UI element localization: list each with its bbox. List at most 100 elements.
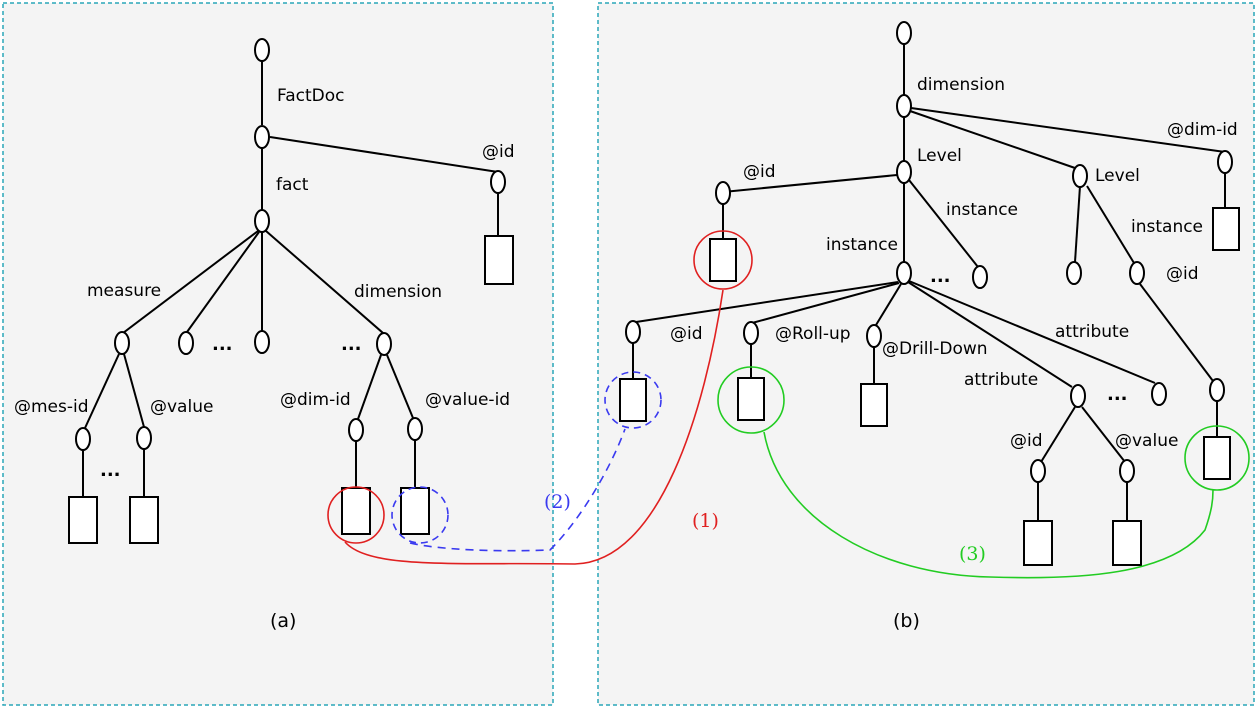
label-instance-3: instance — [826, 235, 898, 255]
link-3: (3) — [717, 366, 1250, 579]
highlight-circle-blue-b — [604, 371, 662, 429]
leaf-attr-id — [1023, 520, 1053, 566]
label-id-level2: @id — [1166, 264, 1199, 284]
node-attr-value — [1119, 459, 1135, 483]
caption-b: (b) — [893, 610, 920, 632]
panel-b — [597, 2, 1255, 706]
label-dim-id-b: @dim-id — [1167, 120, 1238, 140]
panel-a-nodes — [75, 38, 506, 451]
label-id-instance: @id — [670, 324, 703, 344]
ellipsis-a-measure: ... — [100, 460, 121, 481]
leaf-id-a — [484, 235, 514, 285]
panel-a-leaves — [68, 235, 514, 544]
label-level-2: Level — [1095, 166, 1140, 186]
panel-a — [2, 2, 554, 706]
label-factdoc: FactDoc — [277, 86, 345, 106]
panel-b-nodes — [625, 21, 1233, 483]
node-dimension-a — [376, 332, 392, 356]
node-level-2 — [1072, 164, 1088, 188]
link-label-1: (1) — [692, 510, 719, 532]
node-id-level2 — [1209, 378, 1225, 402]
caption-a: (a) — [270, 610, 296, 632]
node-instance-3 — [1129, 261, 1145, 285]
label-rollup: @Roll-up — [775, 324, 851, 344]
node-id-a — [490, 170, 506, 194]
node-attribute-1 — [1070, 384, 1086, 408]
label-dim-id-a: @dim-id — [280, 390, 351, 410]
label-id-level: @id — [743, 162, 776, 182]
highlight-circle-green-b — [1184, 425, 1250, 491]
label-mes-id: @mes-id — [14, 397, 89, 417]
highlight-circle-green-a — [717, 366, 785, 434]
label-value-a: @value — [150, 397, 213, 417]
node-drilldown — [866, 324, 882, 348]
node-root-b — [896, 21, 912, 45]
link-curve-3 — [763, 431, 1214, 579]
leaf-dim-id-b — [1212, 207, 1240, 251]
node-attr-id — [1030, 459, 1046, 483]
ellipsis-b-attribute: ... — [1107, 384, 1128, 405]
leaf-value-id — [400, 487, 430, 535]
leaf-drilldown — [860, 383, 888, 427]
label-attr-id: @id — [1010, 431, 1043, 451]
leaf-dim-id-a — [341, 487, 371, 535]
node-level2-child — [1066, 261, 1082, 285]
ellipsis-a-dimension: ... — [341, 334, 362, 355]
node-value-id — [407, 417, 423, 441]
link-curve-2 — [409, 428, 626, 552]
node-instance-2 — [972, 265, 988, 289]
label-instance-1: instance — [946, 200, 1018, 220]
link-2: (2) — [391, 371, 662, 552]
leaf-id-level — [709, 238, 737, 282]
node-id-level — [715, 181, 731, 205]
leaf-mes-id — [68, 496, 98, 544]
panel-a-edges — [82, 61, 499, 497]
panel-b-labels: dimension @dim-id Level Level @id instan… — [670, 75, 1238, 632]
label-dimension-b: dimension — [917, 75, 1005, 95]
link-curve-1 — [344, 289, 724, 565]
panel-b-edges — [632, 44, 1226, 521]
node-id-instance — [625, 320, 641, 344]
leaf-value-a — [129, 496, 159, 544]
label-dimension-a: dimension — [354, 282, 442, 302]
label-measure: measure — [87, 281, 161, 301]
panel-b-leaves — [619, 207, 1240, 566]
label-attribute-2: attribute — [964, 370, 1038, 390]
node-fact-child — [178, 331, 194, 355]
node-dim-id-b — [1217, 150, 1233, 174]
node-level-1 — [896, 160, 912, 184]
node-fact — [254, 209, 270, 233]
panel-a-labels: FactDoc fact @id measure dimension @mes-… — [14, 86, 515, 632]
leaf-id-instance — [619, 378, 647, 422]
label-instance-2: instance — [1131, 217, 1203, 237]
node-dim-id-a — [348, 418, 364, 442]
label-value-id: @value-id — [425, 390, 510, 410]
label-attr-value: @value — [1115, 431, 1178, 451]
ellipsis-b-instance: ... — [930, 266, 951, 287]
ellipsis-a-fact: ... — [212, 334, 233, 355]
label-fact: fact — [276, 175, 309, 195]
link-label-2: (2) — [544, 491, 571, 513]
link-1: (1) — [327, 230, 753, 565]
highlight-circle-red-b — [693, 230, 753, 290]
node-attribute-2 — [1151, 382, 1167, 406]
node-measure — [114, 331, 130, 355]
leaf-attr-value — [1112, 520, 1142, 566]
highlight-circle-red-a — [327, 486, 385, 544]
node-fact-child — [254, 330, 270, 354]
node-factdoc — [254, 125, 270, 149]
node-root-a — [254, 38, 270, 62]
node-rollup — [743, 321, 759, 345]
node-mes-id — [75, 427, 91, 451]
node-dimension-b — [896, 94, 912, 118]
leaf-id-level2 — [1203, 436, 1231, 480]
link-label-3: (3) — [959, 543, 986, 565]
node-instance-1 — [896, 261, 912, 285]
highlight-circle-blue-a — [391, 486, 449, 544]
label-attribute-1: attribute — [1055, 322, 1129, 342]
label-drilldown: @Drill-Down — [882, 339, 988, 359]
node-value-a — [136, 426, 152, 450]
label-level-1: Level — [917, 146, 962, 166]
leaf-rollup — [737, 377, 765, 421]
